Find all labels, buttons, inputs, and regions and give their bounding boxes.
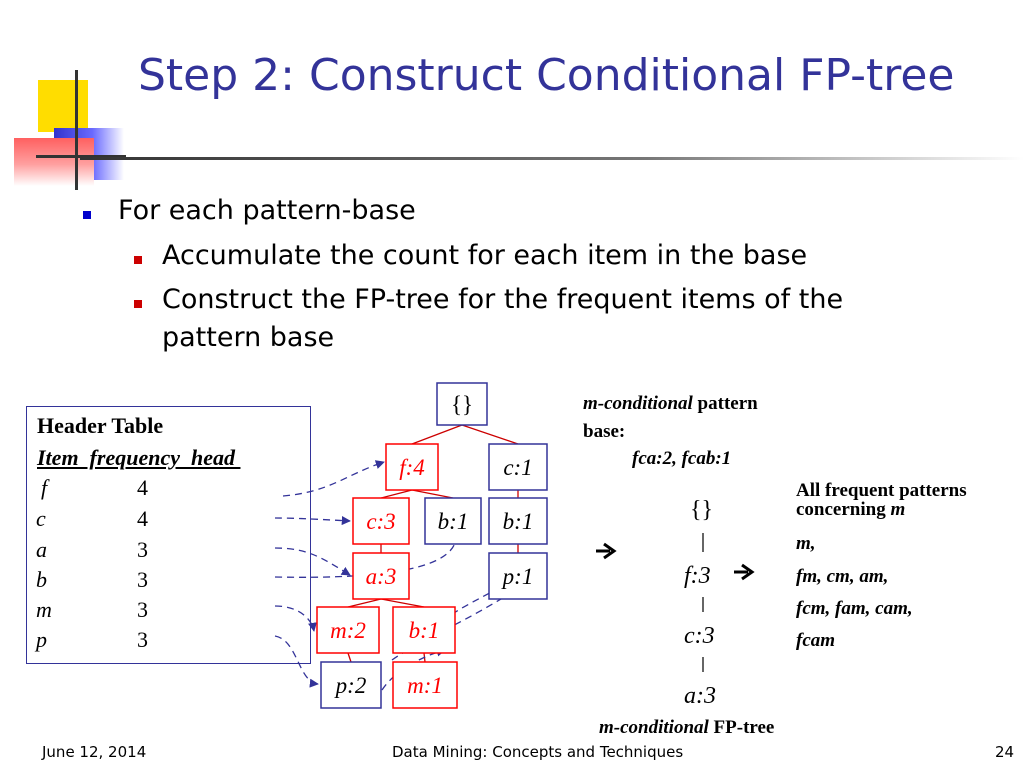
header-table-frequency: 3 [137, 597, 148, 622]
bullet-marker-level2 [134, 300, 142, 308]
bullet-accumulate-count: Accumulate the count for each item in th… [162, 240, 808, 271]
bullet-marker-level2 [134, 256, 142, 264]
conditional-tree-node-f: f:3 [684, 563, 711, 589]
tree-node-box-b1_right [488, 497, 548, 545]
frequent-patterns-title-line2: concerning m [796, 499, 906, 520]
tree-node-box-b1_mid [424, 497, 482, 545]
tree-nodes: {} f:4 c:1 c:3 b:1 b:1 a:3 p:1 m:2 b:1 p:2 m:1 [316, 382, 548, 709]
tree-node-box-a3 [352, 552, 410, 600]
tree-node-label-root: {} [451, 392, 473, 417]
tree-node-label-c1_top: c:1 [503, 455, 532, 480]
header-table-frequency: 3 [137, 567, 148, 592]
header-table-frequency: 4 [137, 506, 148, 531]
pattern-base-label-line2: base: [583, 421, 626, 442]
tree-edge [347, 652, 352, 663]
tree-node-box-p2 [320, 661, 382, 709]
tree-node-box-root [436, 382, 488, 426]
header-table-item: b [36, 567, 47, 592]
pattern-base-label: m-conditional pattern [583, 393, 758, 414]
node-link-arrow [274, 547, 351, 576]
pattern-base-value: fca:2, fcab:1 [632, 448, 732, 469]
tree-node-box-f4 [385, 443, 439, 491]
tree-node-label-a3: a:3 [366, 564, 397, 589]
node-link-arrow [274, 635, 319, 688]
conditional-tree-node-c: c:3 [684, 623, 715, 649]
tree-edge [411, 424, 463, 445]
tree-node-box-p1 [488, 552, 548, 600]
bullet-construct-fp-tree-continued: pattern base [162, 322, 335, 353]
bullet-marker-level1 [83, 211, 91, 219]
header-table-item: f [41, 475, 48, 500]
tree-node-box-m1 [392, 661, 458, 709]
header-table-frequency: 4 [137, 475, 148, 500]
header-table-columns: Item frequency head [37, 445, 241, 470]
arrow-right-icon [596, 542, 617, 560]
header-table-item: c [36, 506, 46, 531]
header-table-item: a [36, 537, 47, 562]
tree-node-label-b1_mid: b:1 [438, 509, 469, 534]
tree-node-label-p2: p:2 [334, 673, 367, 698]
header-table-item: m [36, 597, 52, 622]
bullet-construct-fp-tree: Construct the FP-tree for the frequent i… [162, 284, 844, 315]
tree-node-label-f4: f:4 [399, 455, 425, 480]
page-number: 24 [995, 743, 1015, 761]
tree-node-box-b1_low [392, 606, 456, 654]
header-table: Header Table Item frequency head f 4 c 4 a 3 b… [26, 406, 311, 664]
tree-node-label-b1_right: b:1 [503, 509, 534, 534]
node-link-arrow [274, 516, 351, 526]
header-table-title: Header Table [37, 413, 164, 438]
node-link-arrow [274, 605, 318, 632]
frequent-pattern-line: m, [796, 533, 816, 554]
tree-node-label-b1_low: b:1 [409, 618, 440, 643]
footer-title: Data Mining: Concepts and Techniques [392, 743, 684, 761]
tree-node-label-m2: m:2 [330, 618, 366, 643]
footer-date: June 12, 2014 [42, 743, 147, 761]
tree-edge [347, 598, 382, 608]
title-underline [80, 157, 1024, 160]
tree-node-label-m1: m:1 [407, 673, 443, 698]
frequent-pattern-line: fm, cm, am, [796, 566, 889, 587]
tree-edges [347, 424, 519, 663]
frequent-pattern-line: fcam [796, 630, 836, 651]
header-table-frequency: 3 [137, 627, 148, 652]
tree-node-box-m2 [316, 606, 380, 654]
bullet-for-each-pattern-base: For each pattern-base [118, 195, 416, 226]
frequent-pattern-line: fcm, fam, cam, [796, 598, 913, 619]
tree-node-label-c3: c:3 [366, 509, 395, 534]
tree-edge [461, 424, 519, 445]
tree-edge [411, 489, 454, 499]
conditional-tree-caption: m-conditional FP-tree [599, 717, 775, 738]
frequent-patterns-title: All frequent patterns [796, 480, 967, 501]
node-link-arrow [282, 460, 385, 497]
header-table-frequency: 3 [137, 537, 148, 562]
conditional-tree-root: {} [690, 497, 714, 523]
tree-edge [380, 489, 413, 499]
slide-logo-decoration [0, 0, 140, 200]
tree-node-box-c3 [352, 497, 410, 545]
arrow-right-icon [734, 563, 755, 581]
conditional-tree-node-a: a:3 [684, 683, 716, 709]
tree-node-label-p1: p:1 [501, 564, 534, 589]
tree-node-box-c1_top [488, 443, 548, 491]
header-table-item: p [36, 627, 47, 652]
tree-edge [380, 598, 425, 608]
slide-title: Step 2: Construct Conditional FP-tree [138, 50, 955, 101]
